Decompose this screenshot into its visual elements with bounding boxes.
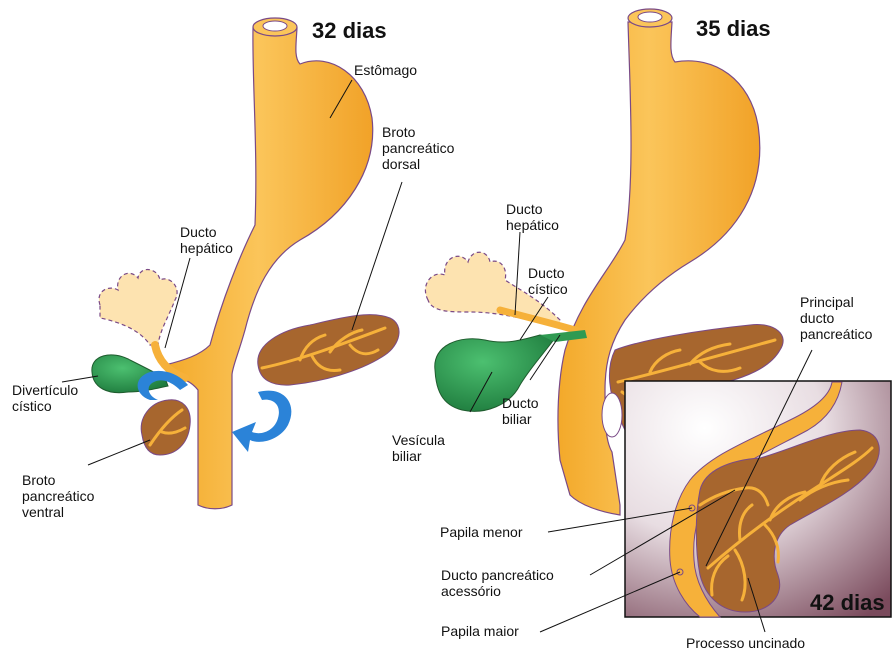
label-hepatic-duct-35: Ducto hepático — [506, 201, 559, 233]
label-gallbladder: Vesícula biliar — [392, 432, 449, 464]
ventral-bud-32 — [141, 400, 190, 455]
label-accessory-duct: Ducto pancreático acessório — [441, 567, 558, 599]
liver-bud-32 — [99, 270, 177, 345]
panel-title-35: 35 dias — [696, 16, 771, 41]
label-ventral-bud: Broto pancreático ventral — [22, 472, 98, 520]
rotation-arrow-right-32 — [232, 391, 291, 452]
panel-title-32: 32 dias — [312, 18, 387, 43]
label-major-papilla: Papila maior — [441, 623, 519, 639]
label-bile-duct: Ducto biliar — [502, 395, 542, 427]
label-dorsal-bud: Broto pancreático dorsal — [382, 124, 458, 172]
label-cystic-duct: Ducto cístico — [528, 265, 568, 297]
label-uncinate-process: Processo uncinado — [686, 635, 805, 651]
label-stomach: Estômago — [354, 62, 417, 78]
label-main-pancreatic-duct: Principal ducto pancreático — [800, 294, 873, 342]
label-hepatic-duct-32: Ducto hepático — [180, 224, 233, 256]
label-minor-papilla: Papila menor — [440, 524, 523, 540]
label-cystic-diverticulum: Divertículo cístico — [12, 382, 82, 414]
panel-title-42: 42 dias — [810, 590, 885, 615]
